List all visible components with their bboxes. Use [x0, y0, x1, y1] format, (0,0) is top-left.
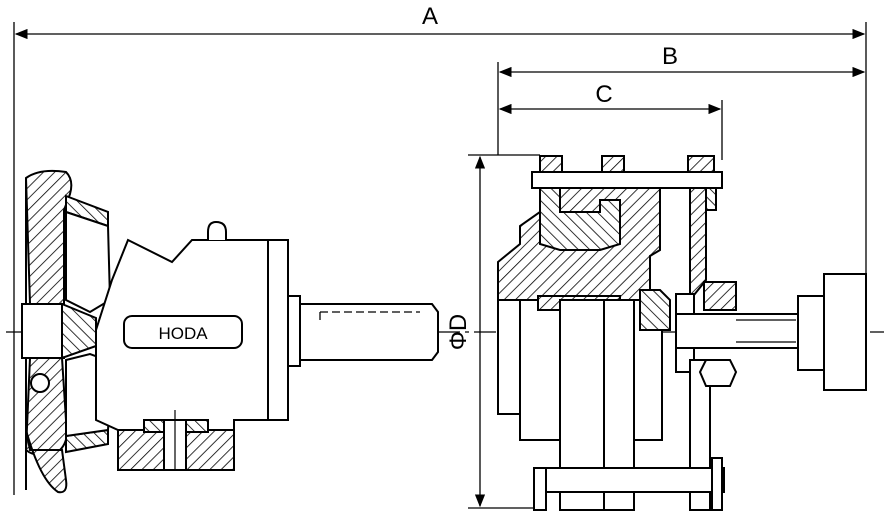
dimension-c-label: C	[595, 81, 612, 108]
mounting-block	[117, 410, 235, 471]
end-knob	[797, 273, 867, 391]
handwheel-knob	[30, 373, 50, 393]
dimension-a-label: A	[422, 3, 438, 30]
dimension-a	[13, 22, 867, 275]
dimension-b-label: B	[662, 43, 678, 70]
brand-plate	[123, 315, 243, 349]
valve-stem	[675, 313, 803, 349]
valve-body	[497, 155, 738, 511]
output-shaft	[299, 303, 439, 361]
dimension-c	[498, 100, 723, 160]
brand-label: HODA	[158, 324, 208, 343]
dimension-b	[497, 62, 866, 155]
